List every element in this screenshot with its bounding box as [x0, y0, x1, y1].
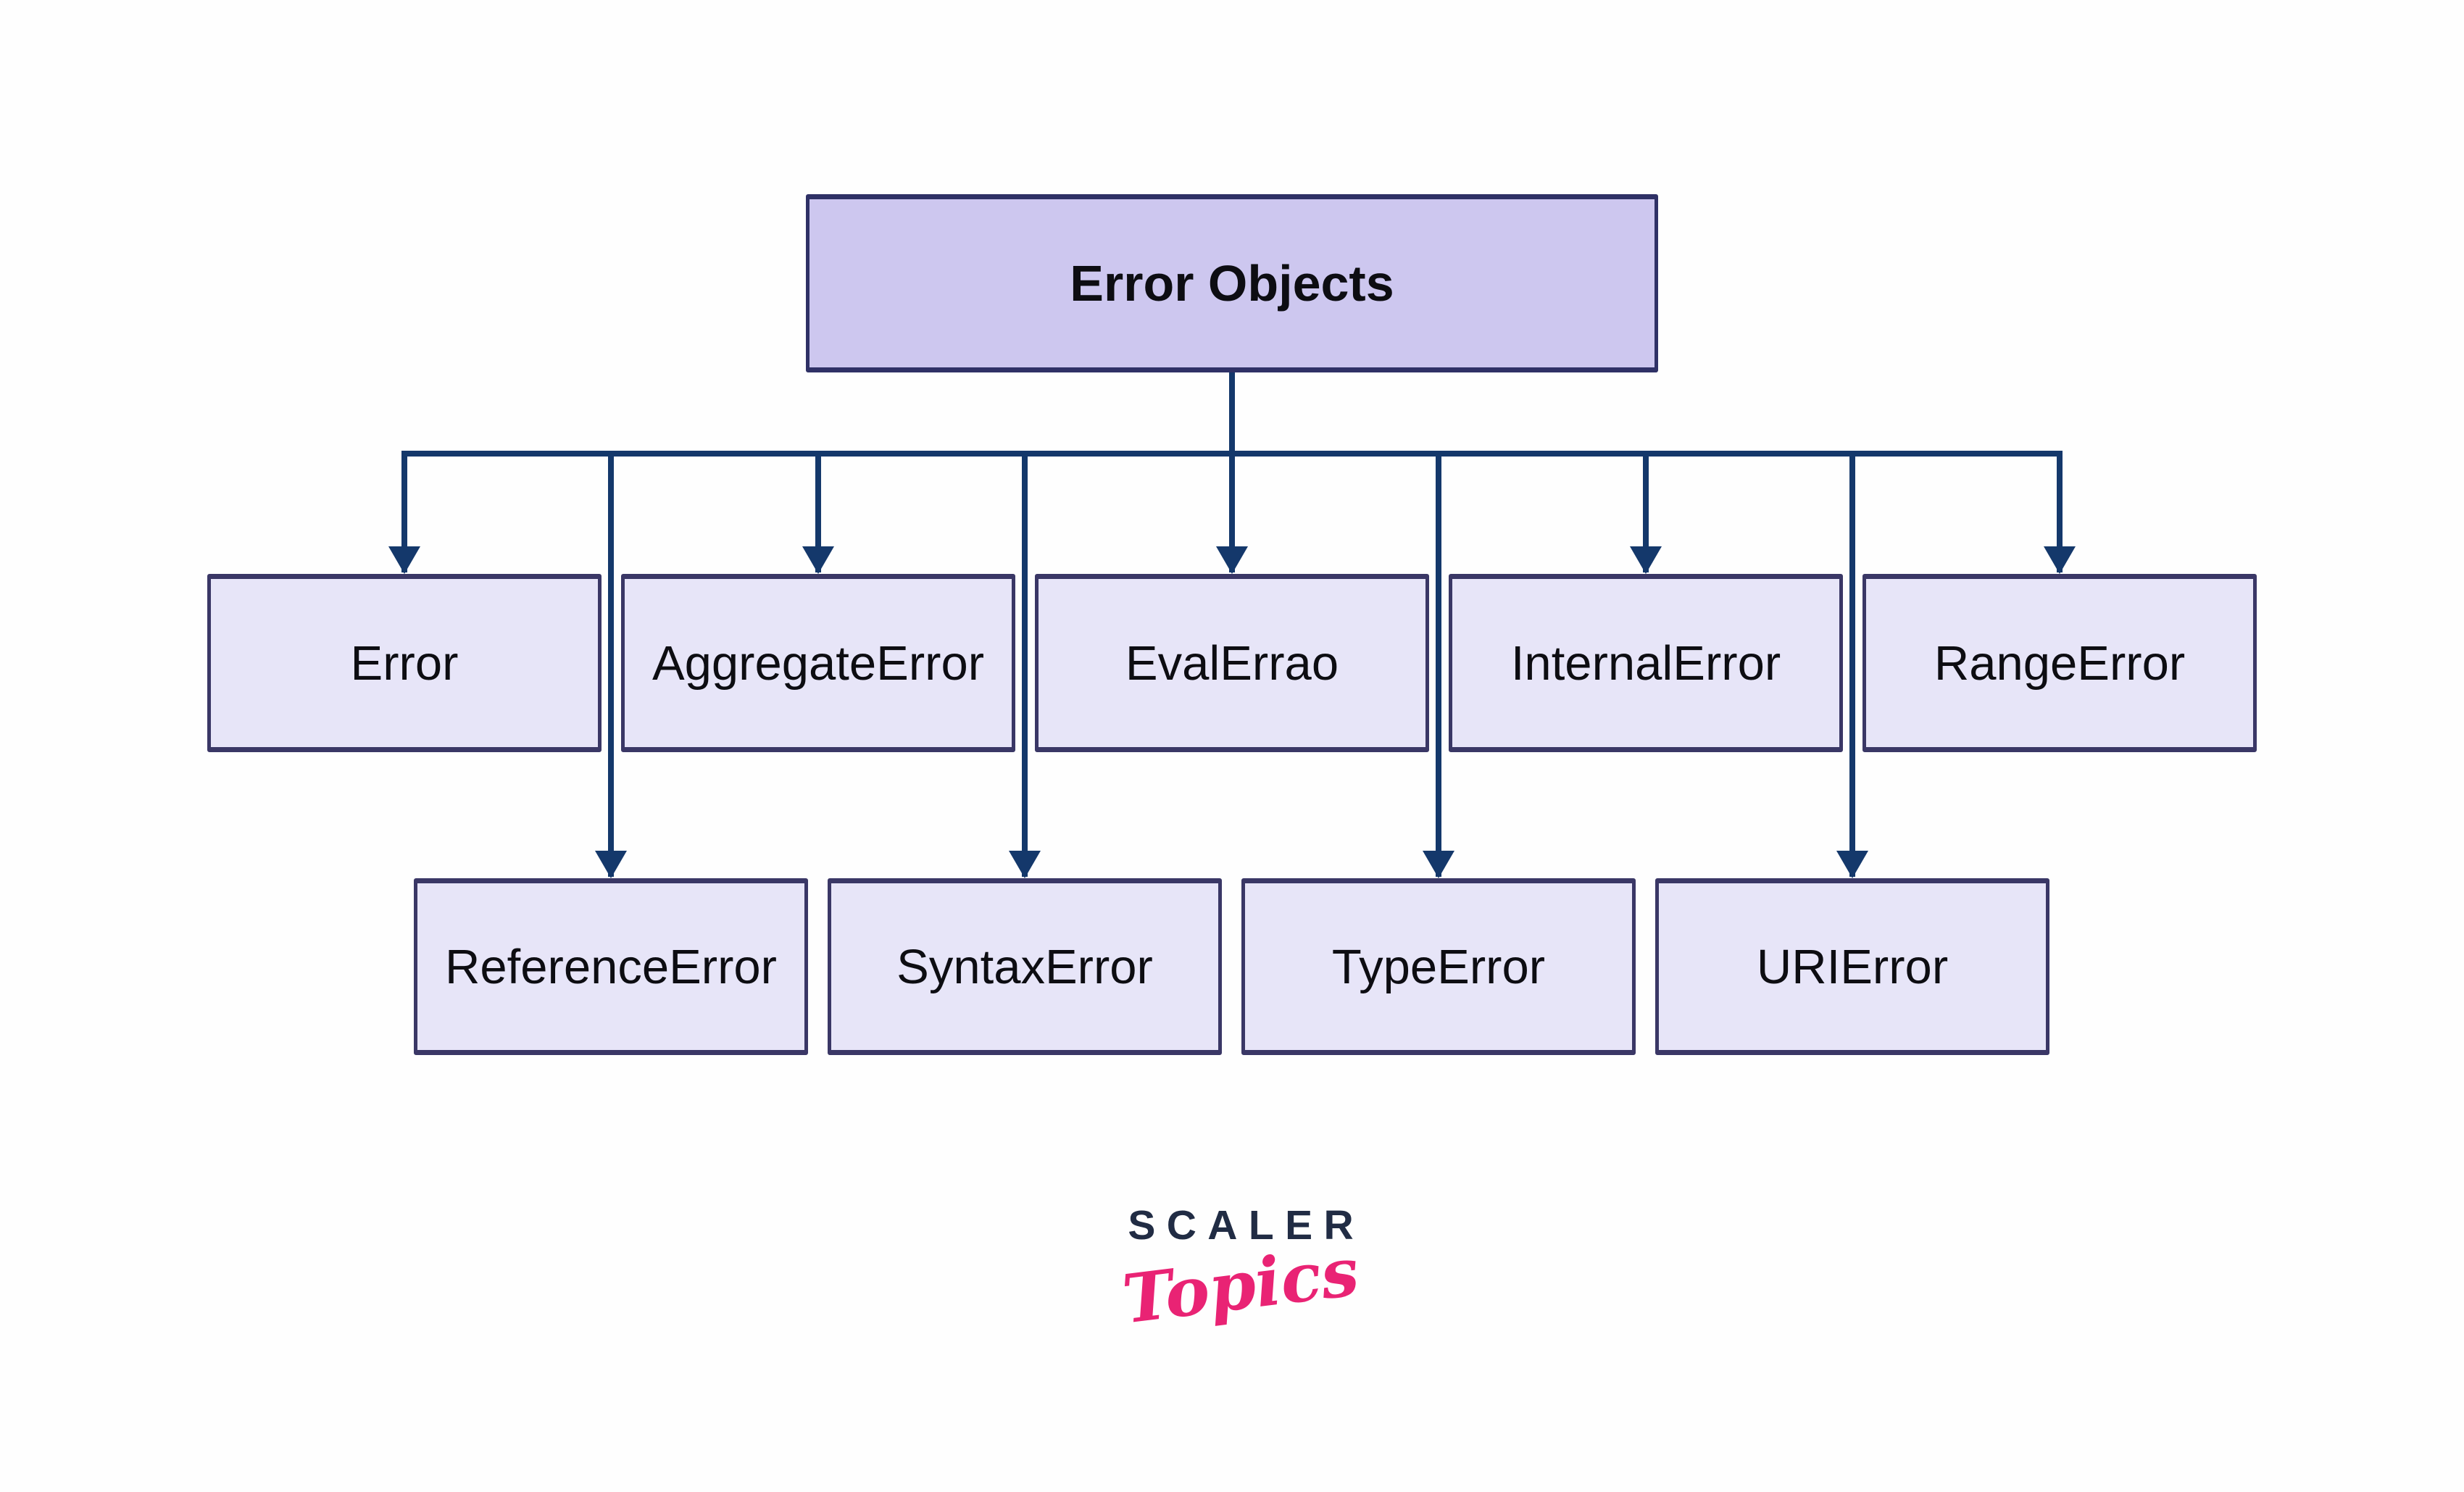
scaler-wordmark: SCALER	[1128, 1202, 1365, 1249]
node-uri-error: URIError	[1655, 878, 2049, 1055]
node-error: Error	[207, 574, 602, 752]
node-reference-error: ReferenceError	[414, 878, 808, 1055]
node-internal-error: InternalError	[1449, 574, 1843, 752]
node-error-objects: Error Objects	[806, 194, 1658, 372]
node-type-error: TypeError	[1241, 878, 1636, 1055]
node-syntax-error: SyntaxError	[828, 878, 1222, 1055]
node-range-error: RangeError	[1862, 574, 2257, 752]
node-aggregate-error: AggregateError	[621, 574, 1015, 752]
node-eval-errao: EvalErrao	[1035, 574, 1429, 752]
scaler-logo: SCALER Topics	[1074, 1201, 1407, 1338]
bus-line	[401, 368, 2063, 457]
